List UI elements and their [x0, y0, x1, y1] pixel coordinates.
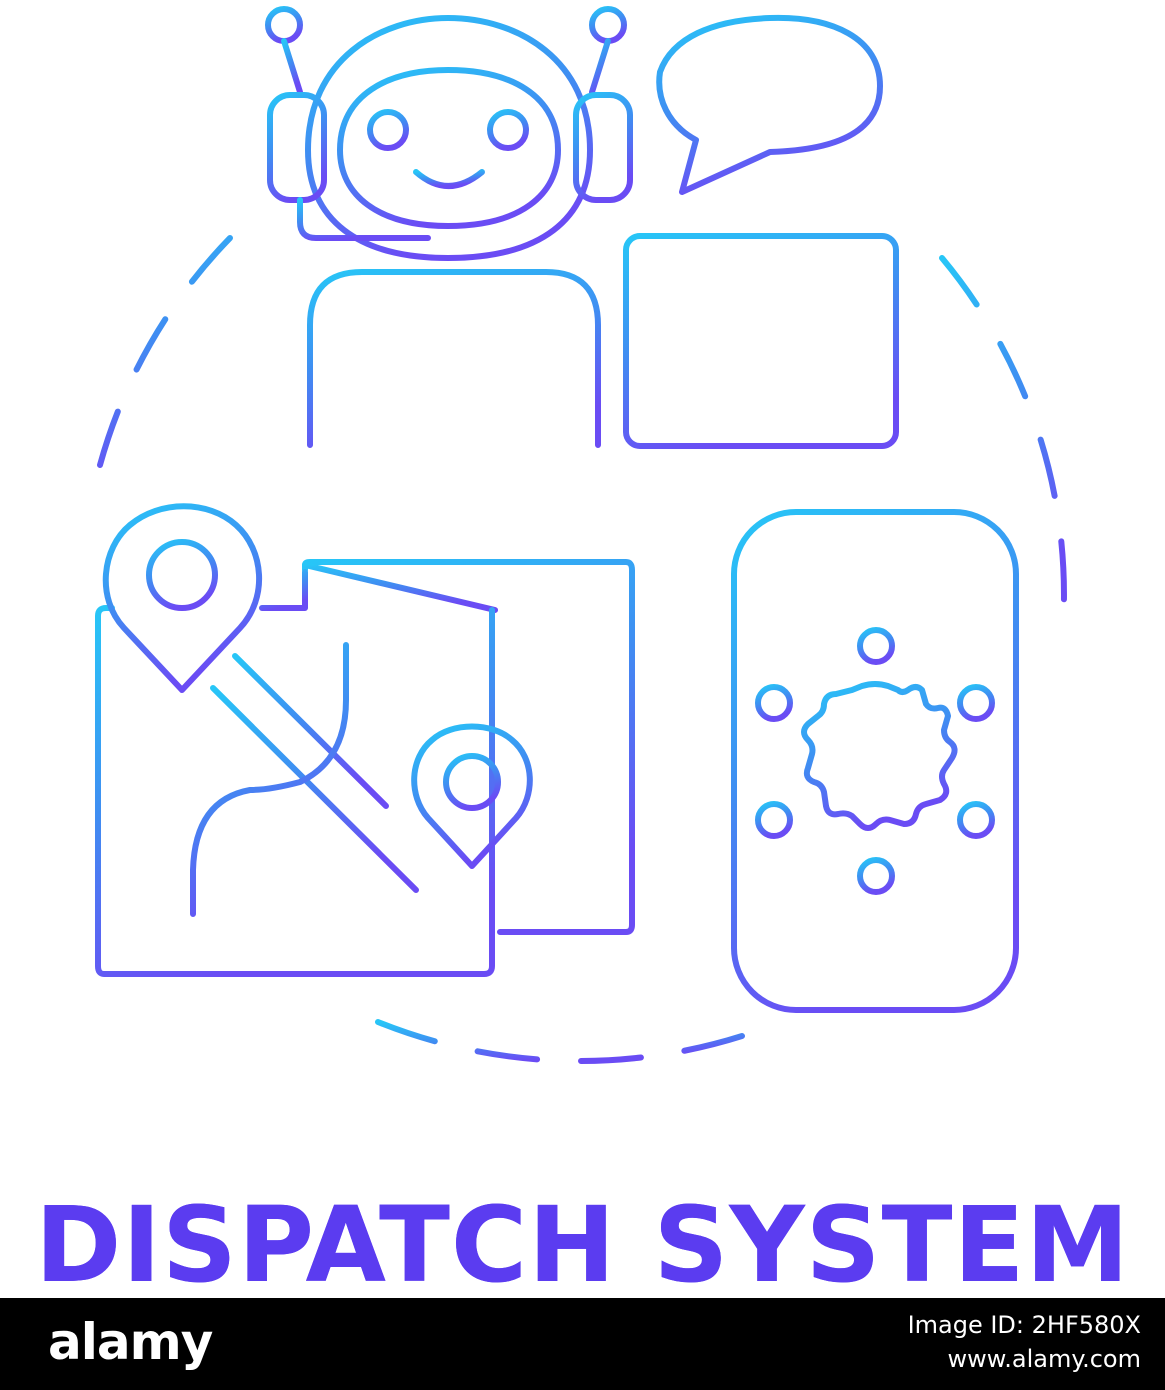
speech-bubble-icon — [656, 14, 883, 195]
dispatch-system-illustration — [95, 6, 1067, 1065]
dashed-circle — [97, 235, 1067, 1065]
folded-map-icon — [95, 559, 635, 977]
laptop-icon — [623, 233, 899, 449]
smartphone-icon — [731, 509, 1019, 1013]
image-meta: Image ID: 2HF580X www.alamy.com — [908, 1308, 1141, 1376]
site-url: www.alamy.com — [947, 1345, 1141, 1373]
gear-network-icon — [755, 627, 995, 895]
alamy-logo: alamy — [48, 1313, 213, 1371]
location-pin-icon — [102, 503, 262, 693]
stock-footer: alamy Image ID: 2HF580X www.alamy.com — [0, 1298, 1165, 1390]
location-pin-icon — [411, 723, 533, 869]
robot-operator-icon — [265, 6, 633, 448]
page-title: DISPATCH SYSTEM — [34, 1184, 1131, 1306]
image-id: Image ID: 2HF580X — [907, 1311, 1141, 1339]
